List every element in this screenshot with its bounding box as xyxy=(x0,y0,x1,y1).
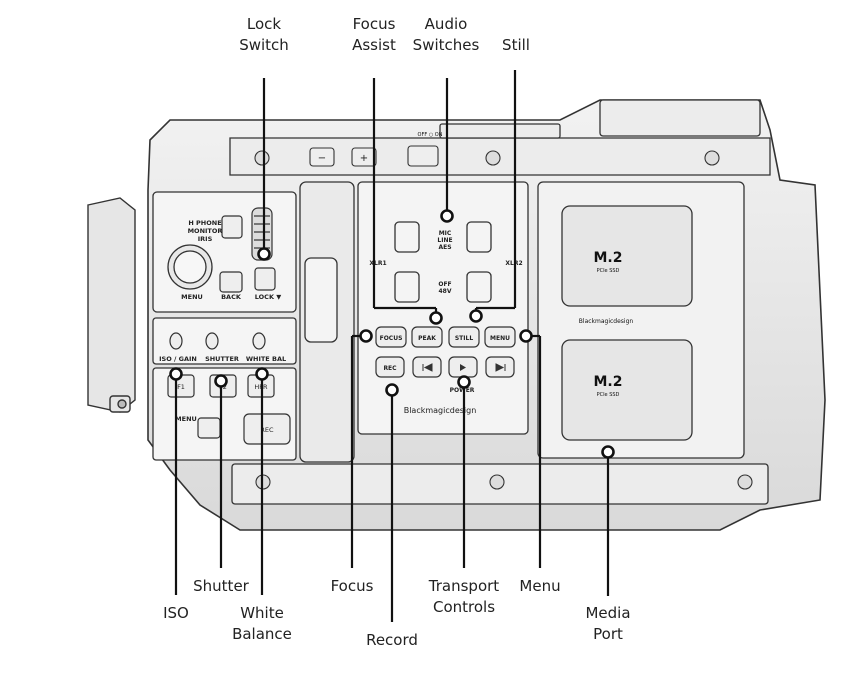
focus-assist-line1: Focus xyxy=(352,15,396,33)
power-label: POWER xyxy=(450,387,475,394)
iris-label: IRIS xyxy=(198,235,213,243)
focus-btn-label: FOCUS xyxy=(380,335,403,342)
function-button-labels: FOCUS PEAK STILL MENU REC POWER Blackmag… xyxy=(380,335,511,415)
transport-line1: Transport xyxy=(428,577,500,595)
callout-record: Record xyxy=(366,631,418,649)
callout-dots xyxy=(169,209,615,459)
left-panel-labels: H PHONE MONITOR IRIS MENU BACK LOCK ▼ IS… xyxy=(159,219,286,434)
dot-menu xyxy=(519,329,533,343)
callout-lock-switch: Lock Switch xyxy=(232,14,296,56)
still-btn-label: STILL xyxy=(455,335,473,342)
lock-switch-line2: Switch xyxy=(239,36,289,54)
off-on-label: OFF ○ ON xyxy=(418,132,443,138)
audio-switches-line1: Audio xyxy=(424,15,468,33)
media-bay-labels: M.2 PCIe SSD M.2 PCIe SSD Blackmagicdesi… xyxy=(418,132,634,398)
off-label: OFF xyxy=(438,281,451,288)
callout-shutter: Shutter xyxy=(193,577,249,595)
white-balance-line1: White xyxy=(240,604,284,622)
prev-icon xyxy=(422,363,433,372)
callout-transport-controls: Transport Controls xyxy=(418,576,510,618)
lock-label: LOCK ▼ xyxy=(255,293,282,301)
xlr1-label: XLR1 xyxy=(369,260,386,267)
callout-iso: ISO xyxy=(163,604,189,622)
monitor-label: MONITOR xyxy=(188,227,223,235)
mid-recess xyxy=(299,181,355,463)
dot-white-bal xyxy=(255,367,269,381)
focus-assist-line2: Assist xyxy=(352,36,396,54)
pcie-top: PCIe SSD xyxy=(597,268,620,274)
white-bal-label: WHITE BAL xyxy=(246,355,286,363)
dot-transport xyxy=(457,375,471,389)
leader-lines xyxy=(174,70,610,622)
callout-still: Still xyxy=(502,36,530,54)
dot-media xyxy=(601,445,615,459)
callout-white-balance: White Balance xyxy=(222,603,302,645)
callout-media-port: Media Port xyxy=(578,603,638,645)
plus-icon: + xyxy=(360,153,368,164)
dot-lock xyxy=(257,247,271,261)
next-icon xyxy=(495,363,506,372)
rec-btn-label: REC xyxy=(383,365,397,372)
brand-label-bay: Blackmagicdesign xyxy=(579,318,634,325)
headphone-knob xyxy=(167,244,213,290)
zoom-buttons xyxy=(309,145,439,167)
left-handle xyxy=(87,197,136,413)
media-port-line1: Media xyxy=(585,604,631,622)
callout-focus: Focus xyxy=(330,577,374,595)
dot-focus xyxy=(359,329,373,343)
m2-bottom: M.2 xyxy=(594,374,623,390)
mic-label: MIC xyxy=(439,230,452,237)
transport-glyphs xyxy=(422,363,506,372)
brand-label-mid: Blackmagicdesign xyxy=(404,406,477,415)
callout-menu: Menu xyxy=(519,577,561,595)
menu-label: MENU xyxy=(181,293,203,301)
callout-focus-assist: Focus Assist xyxy=(342,14,406,56)
line-label: LINE xyxy=(437,237,452,244)
dot-iso xyxy=(169,367,183,381)
zoom-glyphs: − + xyxy=(318,153,368,164)
hphone-label: H PHONE xyxy=(188,219,221,227)
small-buttons-left xyxy=(167,215,291,445)
media-port-line2: Port xyxy=(593,625,623,643)
media-bay xyxy=(537,181,745,459)
white-balance-line2: Balance xyxy=(232,625,292,643)
rec-side-label: REC xyxy=(260,426,274,434)
menu-small-label: MENU xyxy=(175,415,197,423)
iso-gain-label: ISO / GAIN xyxy=(159,355,197,363)
pcie-bottom: PCIe SSD xyxy=(597,392,620,398)
menu-btn-label: MENU xyxy=(490,335,510,342)
f1-label: F1 xyxy=(177,383,185,391)
transport-line2: Controls xyxy=(432,598,496,616)
lock-switch-line1: Lock xyxy=(246,15,282,33)
minus-icon: − xyxy=(318,153,326,164)
peak-btn-label: PEAK xyxy=(418,335,436,342)
audio-switches-line2: Switches xyxy=(412,36,480,54)
aes-label: AES xyxy=(438,244,451,251)
callout-audio-switches: Audio Switches xyxy=(406,14,486,56)
dot-still xyxy=(469,309,483,323)
dot-shutter xyxy=(214,374,228,388)
back-label: BACK xyxy=(221,293,242,301)
48v-label: 48V xyxy=(439,288,452,295)
play-icon xyxy=(460,364,466,371)
m2-top: M.2 xyxy=(594,250,623,266)
dot-record xyxy=(385,383,399,397)
dot-focus-assist xyxy=(429,311,443,325)
shutter-label: SHUTTER xyxy=(205,355,239,363)
dot-audio xyxy=(440,209,454,223)
